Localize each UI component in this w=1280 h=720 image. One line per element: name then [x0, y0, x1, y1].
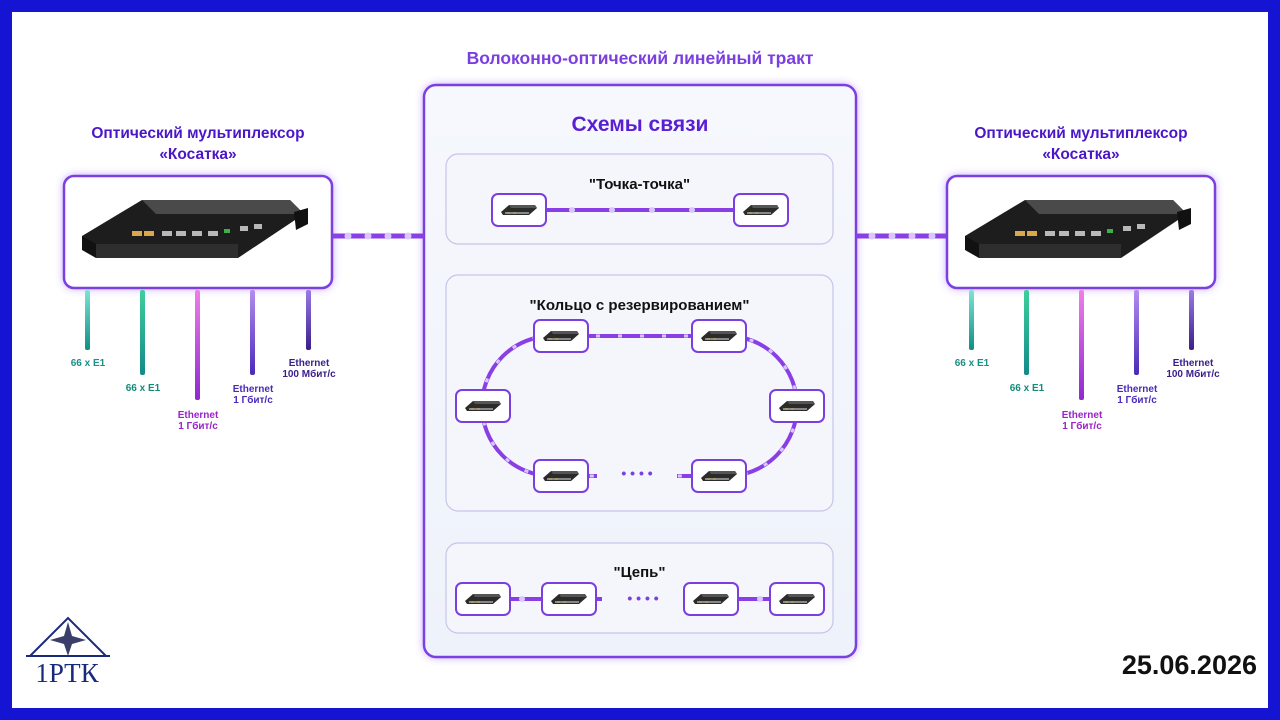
left-port-label-1: 66 x E1 — [43, 358, 133, 369]
right-port-3-line2: 1 Гбит/с — [1062, 421, 1102, 432]
chain-node-4 — [769, 582, 825, 616]
left-port-3-line2: 1 Гбит/с — [178, 421, 218, 432]
left-port-2-line1: 66 x E1 — [125, 383, 161, 394]
right-mux-title-line2: «Косатка» — [1042, 146, 1120, 163]
chain-gap — [602, 590, 684, 608]
chain-node-1 — [455, 582, 511, 616]
left-port-label-2: 66 x E1 — [98, 383, 188, 394]
diagram-canvas — [26, 83, 1217, 659]
ring-node-4 — [769, 389, 825, 423]
ring-node-3 — [455, 389, 511, 423]
right-port-5-line2: 100 Мбит/с — [1166, 369, 1220, 380]
left-port-3-line1: Ethernet — [177, 410, 219, 421]
node-layer — [455, 193, 825, 616]
right-port-4-line1: Ethernet — [1116, 384, 1158, 395]
left-mux-title-line2: «Косатка» — [159, 146, 237, 163]
right-trunk-dots — [868, 232, 936, 240]
ring-title: "Кольцо с резервированием" — [529, 297, 750, 314]
left-port-1-line1: 66 x E1 — [70, 358, 106, 369]
trunk-title: Волоконно-оптический линейный тракт — [466, 48, 814, 68]
chain-title: "Цепь" — [613, 564, 666, 581]
right-port-5-line1: Ethernet — [1172, 358, 1214, 369]
left-port-lines — [85, 290, 311, 400]
right-mux-image — [965, 200, 1191, 258]
slide: Волоконно-оптический линейный тракт Схем… — [12, 12, 1268, 708]
ring-node-2 — [691, 319, 747, 353]
logo-mark — [26, 616, 110, 657]
ring-ellipsis: • • • • — [621, 465, 653, 481]
right-mux-title-line1: Оптический мультиплексор — [974, 125, 1188, 142]
p2p-node-1 — [491, 193, 547, 227]
right-port-lines — [969, 290, 1194, 400]
ring-node-6 — [691, 459, 747, 493]
right-port-4-line2: 1 Гбит/с — [1117, 395, 1157, 406]
chain-node-3 — [683, 582, 739, 616]
ring-gap — [597, 467, 677, 485]
left-trunk-dots — [344, 232, 412, 240]
chain-node-2 — [541, 582, 597, 616]
schemes-title: Схемы связи — [571, 113, 709, 136]
ring-node-1 — [533, 319, 589, 353]
logo-text: 1РТК — [35, 658, 99, 688]
right-port-label-2: 66 x E1 — [982, 383, 1072, 394]
date-label: 25.06.2026 — [1121, 650, 1257, 680]
left-port-4-line1: Ethernet — [232, 384, 274, 395]
p2p-title: "Точка-точка" — [588, 176, 691, 193]
right-port-2-line1: 66 x E1 — [1009, 383, 1045, 394]
right-port-1-line1: 66 x E1 — [954, 358, 990, 369]
p2p-node-2 — [733, 193, 789, 227]
left-port-5-line2: 100 Мбит/с — [282, 369, 336, 380]
ring-node-5 — [533, 459, 589, 493]
left-port-4-line2: 1 Гбит/с — [233, 395, 273, 406]
left-mux-image — [82, 200, 308, 258]
right-mux-title: Оптический мультиплексор «Косатка» — [916, 123, 1246, 165]
left-mux-title: Оптический мультиплексор «Косатка» — [33, 123, 363, 165]
right-port-3-line1: Ethernet — [1061, 410, 1103, 421]
left-mux-title-line1: Оптический мультиплексор — [91, 125, 305, 142]
left-port-5-line1: Ethernet — [288, 358, 330, 369]
right-port-label-1: 66 x E1 — [927, 358, 1017, 369]
chain-ellipsis: • • • • — [627, 590, 659, 606]
